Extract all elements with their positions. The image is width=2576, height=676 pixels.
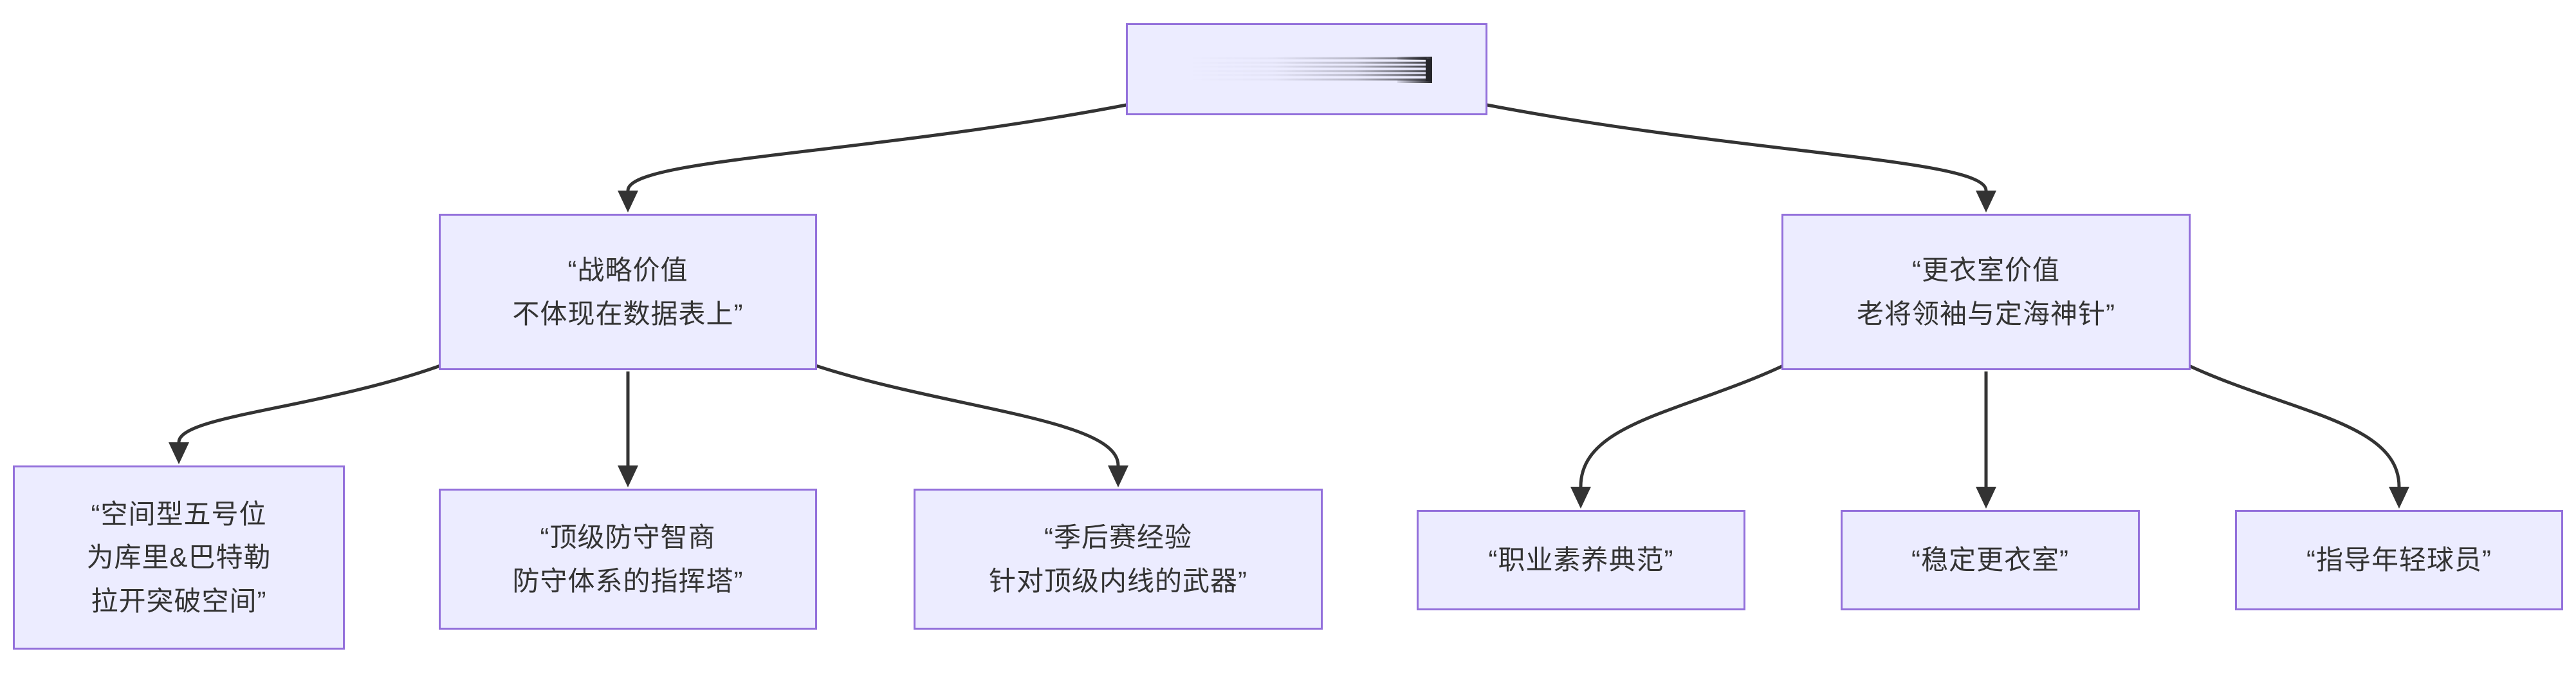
node-spacing-center: “空间型五号位为库里&巴特勒拉开突破空间” [13,465,345,650]
edge-locker-room-value-to-professionalism [1579,362,1787,487]
node-strategic-value: “战略价值不体现在数据表上” [439,214,817,370]
blur-streak-line [1189,61,1427,64]
edge-locker-room-value-to-mentor-young-players [2185,362,2401,487]
edge-strategic-value-to-playoff-experience [811,362,1120,466]
node-label-line: “空间型五号位 [91,499,267,530]
node-mentor-young-players: “指导年轻球员” [2235,510,2563,610]
blur-streak-line [1189,70,1427,72]
node-label-line: “战略价值 [567,255,688,286]
node-professionalism: “职业素养典范” [1417,510,1745,610]
node-label-line: “季后赛经验 [1044,522,1192,553]
arrowhead-icon [2389,487,2409,509]
node-label-line: “顶级防守智商 [540,522,716,553]
node-playoff-experience: “季后赛经验针对顶级内线的武器” [914,489,1323,630]
node-defensive-iq: “顶级防守智商防守体系的指挥塔” [439,489,817,630]
edge-root-to-locker-room-value [1483,102,1988,191]
node-label-line: “指导年轻球员” [2306,545,2492,576]
node-label-line: “稳定更衣室” [1911,545,2069,576]
text-cursor-top-serif [1397,57,1432,60]
arrowhead-icon [169,442,189,464]
arrowhead-icon [618,191,638,212]
node-root [1126,23,1487,115]
blur-streak-line [1189,57,1427,59]
arrowhead-icon [1976,191,1996,212]
blur-streak-line [1189,66,1427,68]
node-label-line: 为库里&巴特勒 [86,542,271,573]
arrowhead-icon [618,465,638,487]
node-label-line: 拉开突破空间” [91,585,267,616]
node-label-line: “更衣室价值 [1912,255,2060,286]
node-locker-room-value: “更衣室价值老将领袖与定海神针” [1781,214,2191,370]
blur-streak-line [1189,74,1427,77]
text-cursor-bottom-serif [1397,80,1432,83]
node-label-line: 防守体系的指挥塔” [512,565,744,596]
node-label-line: 不体现在数据表上” [512,298,744,329]
arrowhead-icon [1570,487,1591,509]
node-label-line: 针对顶级内线的武器” [989,565,1247,596]
arrowhead-icon [1976,487,1996,509]
arrowhead-icon [1108,465,1128,487]
node-stable-locker-room: “稳定更衣室” [1841,510,2140,610]
blur-streak-line [1189,79,1427,80]
node-label-line: “职业素养典范” [1488,545,1674,576]
node-label-line: 老将领袖与定海神针” [1857,298,2115,329]
motion-blur-text-artifact [1189,55,1435,84]
text-cursor-icon [1426,59,1432,81]
edge-strategic-value-to-spacing-center [177,362,445,443]
edge-root-to-strategic-value [626,102,1130,191]
